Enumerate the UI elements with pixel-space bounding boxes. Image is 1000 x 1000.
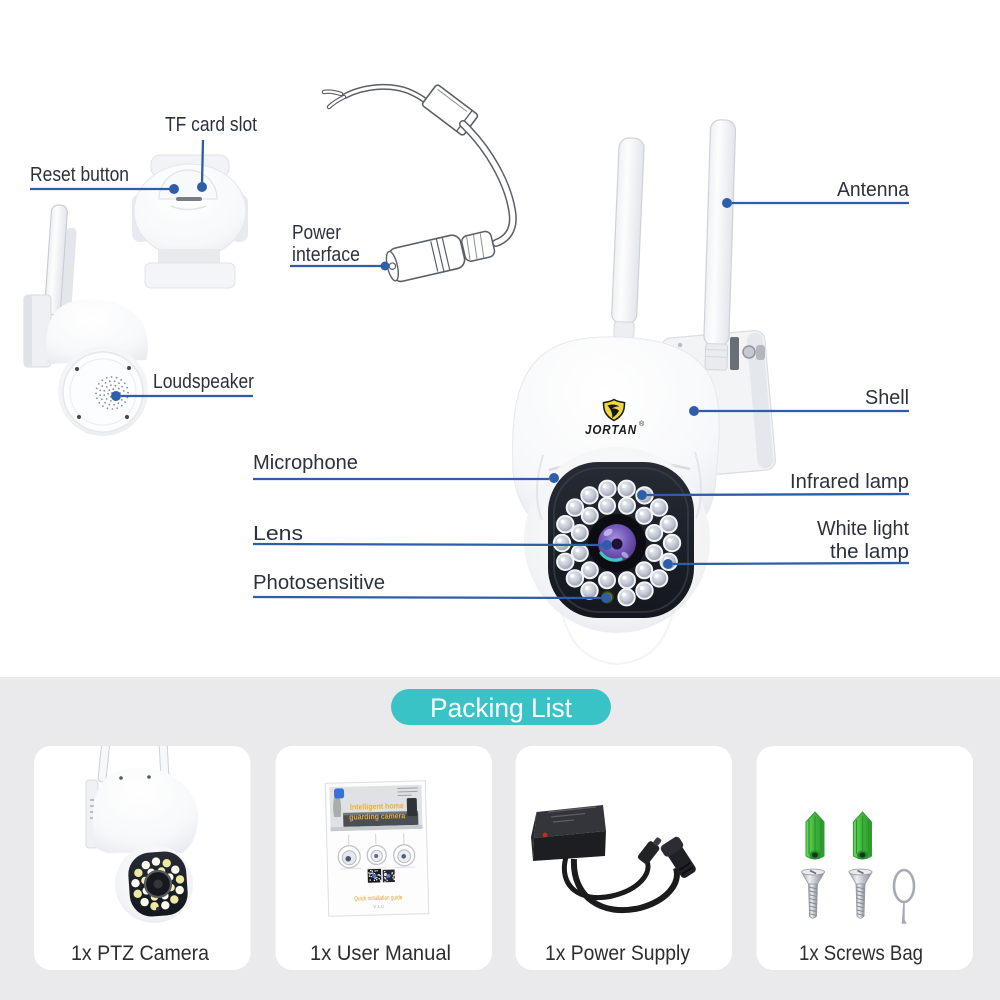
svg-text:Shell: Shell: [865, 387, 909, 409]
svg-text:V 1.0: V 1.0: [373, 904, 384, 909]
svg-text:guarding camera: guarding camera: [349, 811, 406, 821]
svg-text:the lamp: the lamp: [830, 541, 909, 563]
svg-text:Packing List: Packing List: [430, 693, 572, 723]
svg-text:Antenna: Antenna: [837, 179, 910, 201]
svg-text:interface: interface: [292, 244, 360, 266]
svg-text:JORTAN: JORTAN: [585, 422, 637, 437]
svg-text:TF card slot: TF card slot: [165, 114, 257, 136]
svg-text:®: ®: [639, 420, 645, 428]
svg-text:Quick installation guide: Quick installation guide: [354, 894, 402, 902]
svg-text:1x Screws Bag: 1x Screws Bag: [799, 942, 923, 965]
svg-text:Lens: Lens: [253, 523, 303, 545]
svg-text:Intelligent home: Intelligent home: [350, 801, 405, 811]
svg-text:Infrared lamp: Infrared lamp: [790, 471, 909, 493]
svg-text:1x PTZ Camera: 1x PTZ Camera: [71, 942, 209, 965]
svg-text:Microphone: Microphone: [253, 452, 358, 474]
svg-text:White light: White light: [817, 518, 909, 540]
svg-text:Photosensitive: Photosensitive: [253, 572, 385, 594]
svg-text:Loudspeaker: Loudspeaker: [153, 371, 254, 393]
svg-text:1x User Manual: 1x User Manual: [310, 942, 451, 965]
svg-text:Power: Power: [292, 222, 341, 244]
svg-text:Reset button: Reset button: [30, 164, 129, 186]
svg-text:1x Power Supply: 1x Power Supply: [545, 942, 690, 965]
